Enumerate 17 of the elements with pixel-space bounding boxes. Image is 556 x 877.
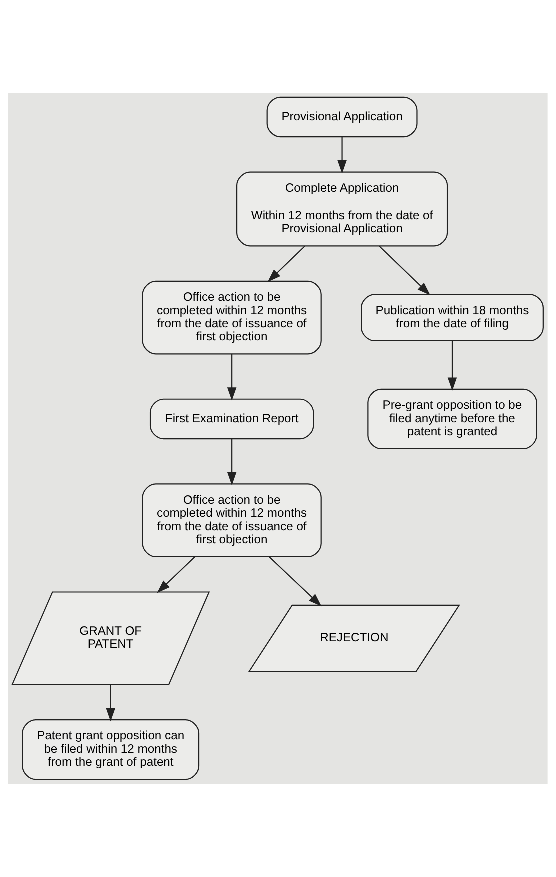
arrow	[448, 341, 458, 391]
arrow	[227, 439, 237, 486]
node-box: Office action to be completed within 12 months from the date of issuance of first objection	[142, 280, 322, 355]
node-box: Publication within 18 months from the date of filing	[361, 294, 544, 342]
arrow	[338, 137, 347, 174]
node-box: Pre-grant opposition to be filed anytime before the patent is granted	[368, 388, 538, 450]
node-box: Complete Application Within 12 months from the date of Provisional Application	[236, 172, 448, 247]
node-box: Provisional Application	[266, 96, 418, 138]
node-box: Patent grant opposition can be filed within 12 months from the grant of patent	[22, 720, 200, 780]
arrow	[157, 556, 196, 594]
arrow	[269, 556, 322, 607]
arrow	[379, 246, 431, 296]
arrow	[268, 246, 306, 282]
arrow	[106, 684, 116, 722]
node-box: First Examination Report	[150, 398, 314, 440]
node-box: Office action to be completed within 12 months from the date of issuance of first objection	[142, 484, 322, 558]
arrow	[227, 354, 237, 401]
